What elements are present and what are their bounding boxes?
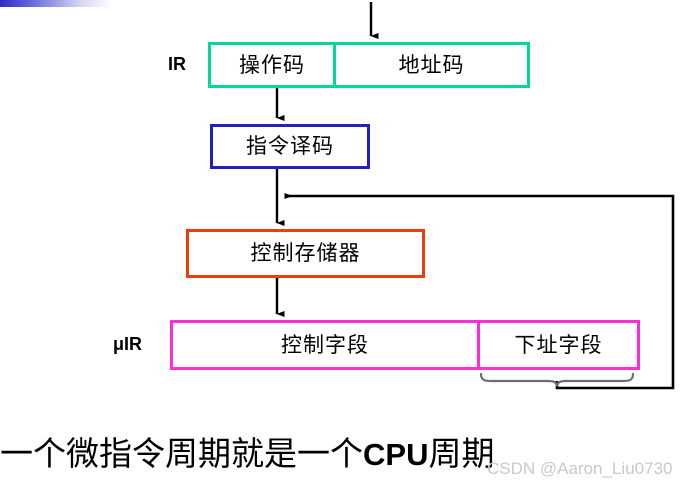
instruction-decoder-box: 指令译码 [210,124,370,169]
watermark-text: CSDN @Aaron_Liu0730 [487,459,673,478]
uir-label: μIR [113,334,143,354]
ir-address-label: 地址码 [398,52,465,77]
ir-label: IR [168,54,186,74]
ir-register-box: 操作码 地址码 [208,42,530,88]
caption-bold-cpu: CPU [363,437,429,472]
ir-opcode-field: 操作码 [211,45,336,85]
ir-address-field: 地址码 [336,45,527,85]
instruction-decoder-label: 指令译码 [246,134,334,158]
uir-control-field: 控制字段 [173,323,480,367]
control-store-box: 控制存储器 [186,229,425,278]
uir-next-address-field: 下址字段 [480,323,637,367]
slide-caption: 一个微指令周期就是一个CPU周期 [0,437,683,473]
accent-gradient-bar [0,0,112,7]
caption-prefix: 一个微指令周期就是一个 [0,437,363,473]
uir-register-box: 控制字段 下址字段 [170,320,640,370]
uir-control-field-label: 控制字段 [281,332,369,357]
uir-next-address-field-label: 下址字段 [514,332,603,357]
caption-suffix: 周期 [428,437,495,473]
ir-opcode-label: 操作码 [239,52,305,77]
control-store-label: 控制存储器 [250,241,361,265]
